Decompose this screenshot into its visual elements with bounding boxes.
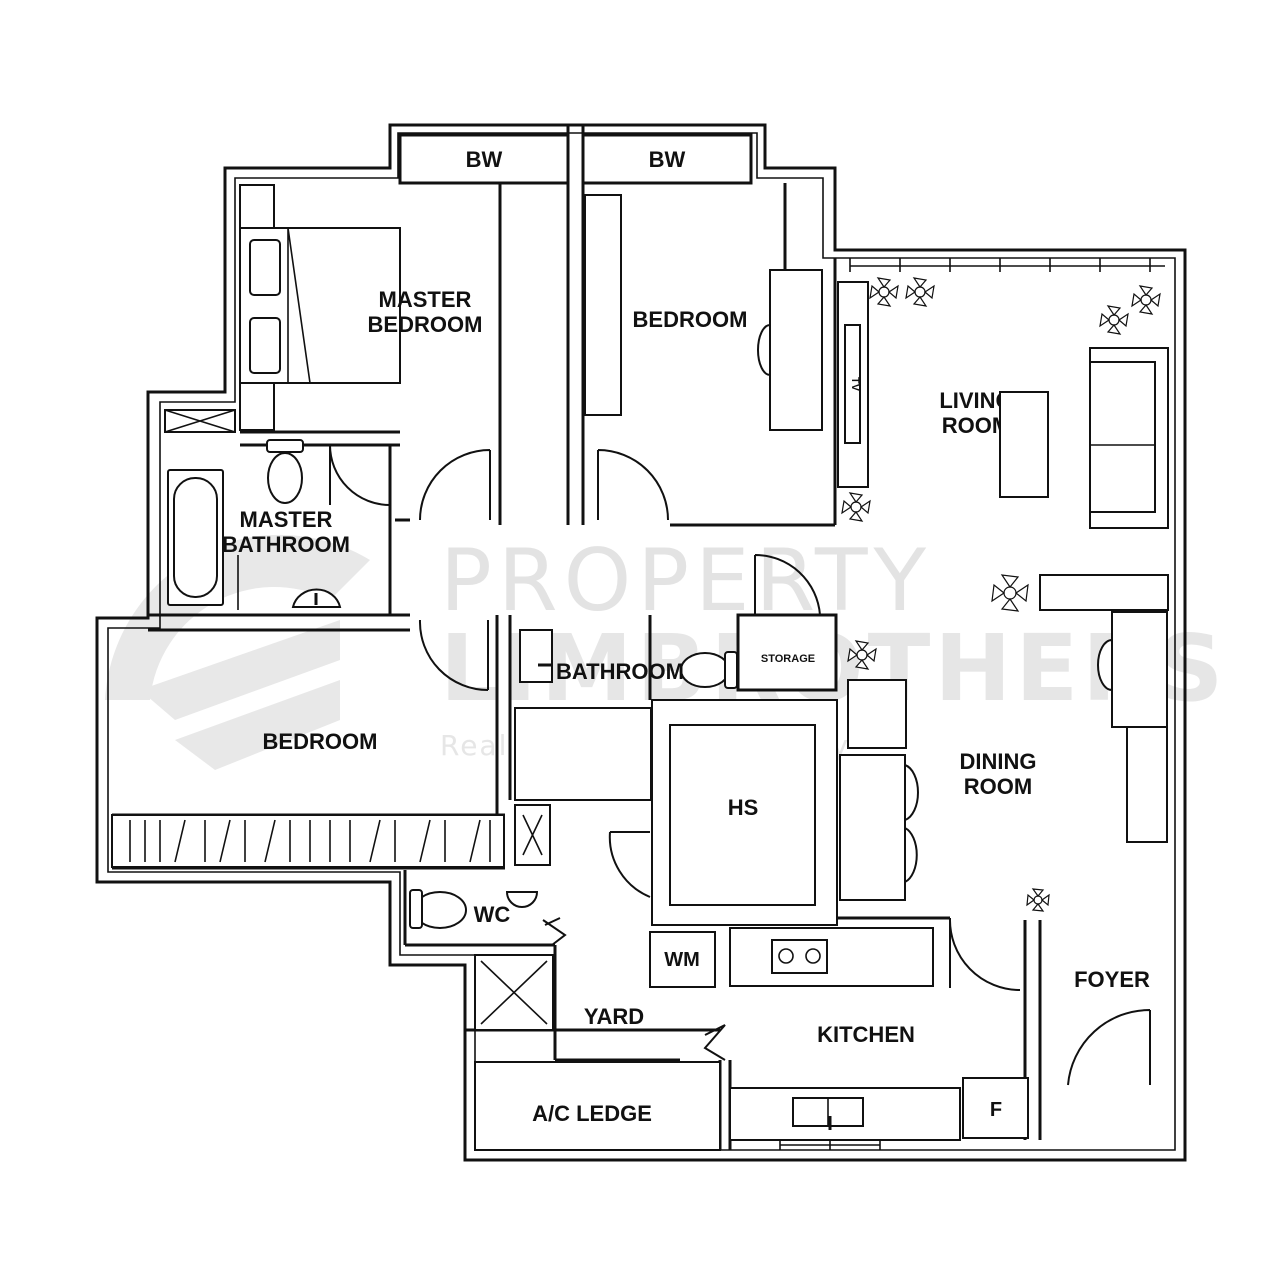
fridge-label: F: [990, 1099, 1002, 1121]
counter-divider: [1039, 574, 1169, 843]
dining-room-label-2: ROOM: [964, 774, 1032, 799]
room-yard: YARD: [474, 954, 726, 1061]
wc-label: WC: [474, 902, 511, 927]
living-room-label-2: ROOM: [942, 413, 1010, 438]
room-master-bathroom: MASTER BATHROOM: [164, 409, 350, 610]
room-bedroom-left: BEDROOM: [263, 729, 378, 754]
plant-icon: [841, 277, 1161, 912]
bay-window-left: BW: [398, 133, 570, 185]
room-bedroom-top: BEDROOM: [633, 307, 748, 332]
washing-machine: WM: [649, 931, 716, 988]
room-master-bedroom: MASTER BEDROOM: [368, 287, 483, 337]
master-bathroom-label-1: MASTER: [240, 507, 333, 532]
dining-room-label-1: DINING: [960, 749, 1037, 774]
sofa: [1089, 347, 1169, 529]
room-dining: DINING ROOM: [839, 679, 1037, 901]
tv-console: TV: [837, 281, 869, 488]
master-bathroom-label-2: BATHROOM: [222, 532, 350, 557]
bay-window-right-label: BW: [649, 147, 686, 172]
tv-label: TV: [849, 377, 861, 392]
master-bedroom-label-2: BEDROOM: [368, 312, 483, 337]
wardrobe-bedroom: [584, 194, 622, 416]
fridge: F: [962, 1077, 1029, 1139]
wardrobe-common: [111, 814, 505, 868]
room-bathroom: BATHROOM: [514, 629, 738, 801]
bedroom-top-label: BEDROOM: [633, 307, 748, 332]
exterior-walls: [95, 123, 1187, 1162]
washing-machine-label: WM: [664, 949, 700, 971]
desk-bedroom: [757, 269, 823, 431]
ac-ledge-label: A/C LEDGE: [532, 1101, 652, 1126]
room-kitchen: KITCHEN: [729, 927, 961, 1141]
bathroom-label: BATHROOM: [556, 659, 684, 684]
room-foyer: FOYER: [1074, 967, 1150, 992]
master-bedroom-label-1: MASTER: [379, 287, 472, 312]
master-bed: [239, 227, 401, 384]
room-ac-ledge: A/C LEDGE: [474, 1061, 721, 1151]
doors: [329, 444, 1151, 1086]
room-household-shelter: HS: [651, 699, 838, 926]
foyer-label: FOYER: [1074, 967, 1150, 992]
windows: [779, 258, 1165, 1150]
yard-label: YARD: [584, 1004, 644, 1029]
room-wc: WC: [409, 804, 567, 946]
room-storage: STORAGE: [736, 613, 838, 692]
coffee-table: [999, 391, 1049, 498]
kitchen-label: KITCHEN: [817, 1022, 915, 1047]
storage-label: STORAGE: [761, 653, 815, 665]
watermark-brand-top: PROPERTY: [440, 531, 932, 631]
household-shelter-label: HS: [728, 795, 759, 820]
bay-window-right: BW: [581, 133, 753, 185]
bedroom-left-label: BEDROOM: [263, 729, 378, 754]
bay-window-left-label: BW: [466, 147, 503, 172]
